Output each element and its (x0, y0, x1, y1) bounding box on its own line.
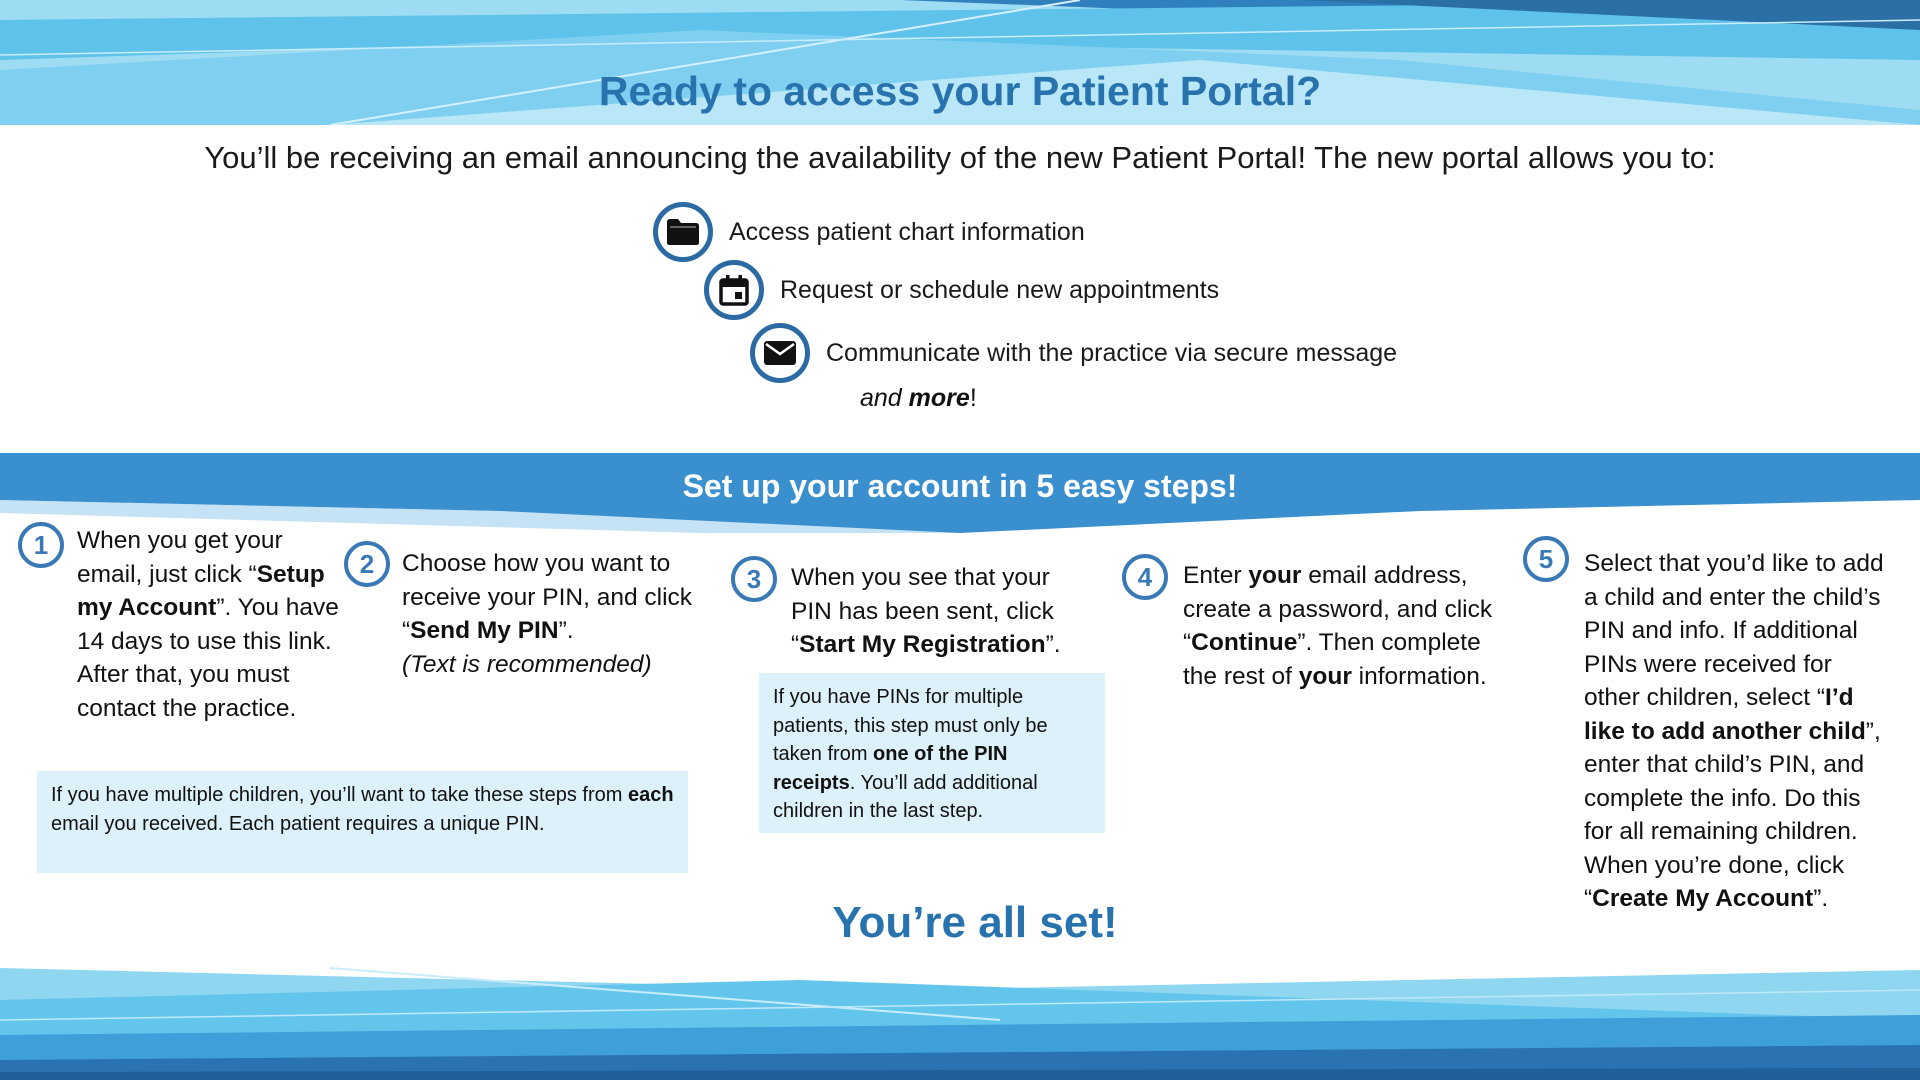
step-1-text: When you get your email, just click “Set… (77, 527, 339, 722)
step-5-text: Select that you’d like to add a child an… (1584, 550, 1884, 912)
bottom-decorative-banner (0, 960, 1920, 1080)
steps-heading: Set up your account in 5 easy steps! (682, 468, 1238, 504)
steps-heading-band (0, 453, 1920, 533)
step-4-text: Enter your email address, create a passw… (1183, 562, 1493, 690)
envelope-icon (750, 323, 810, 383)
step-4-number: 4 (1122, 554, 1168, 600)
feature-messaging: Communicate with the practice via secure… (750, 318, 1397, 388)
step-1-number: 1 (18, 522, 64, 568)
top-decorative-banner (0, 0, 1920, 130)
folder-icon (653, 202, 713, 262)
intro-text: You’ll be receiving an email announcing … (204, 140, 1716, 175)
calendar-icon (704, 260, 764, 320)
multiple-pins-note: If you have PINs for multiple patients, … (759, 673, 1105, 833)
and-more-text: and more! (860, 384, 977, 412)
feature-label: Access patient chart information (729, 217, 1085, 246)
step-2-number: 2 (344, 541, 390, 587)
step-2-text: Choose how you want to receive your PIN,… (402, 550, 693, 678)
feature-label: Communicate with the practice via secure… (826, 338, 1398, 367)
page-title: Ready to access your Patient Portal? (598, 68, 1322, 114)
step-3-number: 3 (731, 556, 777, 602)
closing-message: You’re all set! (832, 898, 1118, 947)
step-5-number: 5 (1523, 536, 1569, 582)
feature-chart-access: Access patient chart information (653, 197, 1085, 267)
step-3-text: When you see that your PIN has been sent… (791, 564, 1061, 658)
multiple-children-note: If you have multiple children, you’ll wa… (37, 771, 688, 873)
feature-label: Request or schedule new appointments (780, 275, 1220, 304)
feature-appointments: Request or schedule new appointments (704, 255, 1219, 325)
